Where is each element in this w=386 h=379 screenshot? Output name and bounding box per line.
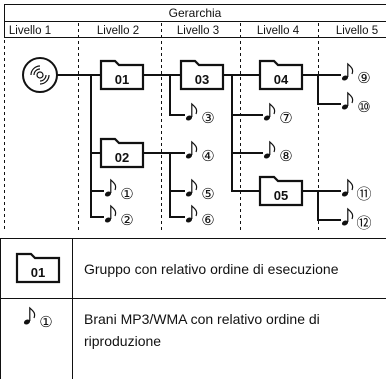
music-note-icon: [341, 220, 349, 226]
track-8: ⑧: [263, 140, 293, 165]
tracks-layer: ① ② ③ ④ ⑤ ⑥ ⑦ ⑧ ⑨ ⑩ ⑪ ⑫: [104, 62, 372, 232]
folder-icon: [99, 137, 145, 169]
folder-number: 03: [195, 72, 209, 87]
track-number: ③: [201, 110, 214, 127]
legend-group-text: Gruppo con relativo ordine di esecuzione: [84, 261, 339, 277]
root-disc: [22, 57, 58, 93]
track-6: ⑥: [185, 204, 215, 229]
level-4-label: Livello 4: [257, 25, 300, 37]
music-note-icon: [23, 319, 31, 325]
legend-track: ①: [23, 306, 53, 331]
folder-03: 03: [179, 59, 225, 91]
track-4: ④: [185, 140, 215, 165]
track-9: ⑨: [341, 62, 371, 87]
track-number: ⑦: [279, 110, 292, 127]
legend-track-icon: ①: [23, 306, 53, 331]
music-note-icon: [185, 153, 193, 159]
folder-01: 01: [99, 59, 145, 91]
folder-number: 01: [31, 265, 45, 280]
music-note-icon: [185, 217, 193, 223]
legend-track-text-line2: riproduzione: [84, 333, 161, 349]
track-number: ②: [120, 212, 133, 229]
music-note-icon: [341, 75, 349, 81]
level-2-label: Livello 2: [97, 25, 139, 37]
folder-icon: [258, 59, 304, 91]
music-note-icon: [104, 191, 112, 197]
legend-folder: 01: [15, 252, 61, 284]
track-number: ⑩: [357, 99, 370, 116]
track-number: ⑪: [356, 186, 371, 203]
track-number: ①: [120, 186, 133, 203]
track-11: ⑪: [341, 178, 372, 203]
folder-icon: [15, 252, 61, 284]
music-note-icon: [185, 115, 193, 121]
tree-connectors: [57, 74, 341, 221]
track-number: ⑥: [201, 212, 214, 229]
track-7: ⑦: [263, 102, 293, 127]
music-note-icon: [341, 191, 349, 197]
legend-track-text-line1: Brani MP3/WMA con relativo ordine di: [84, 311, 320, 327]
legend-folder-icon: 01: [15, 252, 61, 284]
folder-number: 02: [115, 150, 129, 165]
music-note-icon: [185, 191, 193, 197]
legend-table: [0, 238, 386, 379]
track-number: ⑫: [356, 215, 371, 232]
music-note-icon: [341, 104, 349, 110]
hierarchy-title: Gerarchia: [169, 6, 222, 20]
folders-layer: 01 02 03 04 05: [99, 59, 304, 207]
folder-number: 05: [274, 188, 288, 203]
folder-icon: [179, 59, 225, 91]
folder-icon: [258, 175, 304, 207]
folder-number: 01: [115, 72, 129, 87]
level-5-label: Livello 5: [336, 25, 378, 37]
level-3-label: Livello 3: [177, 25, 219, 37]
track-3: ③: [185, 102, 215, 127]
track-number: ④: [201, 148, 214, 165]
track-number: ⑧: [279, 148, 292, 165]
track-5: ⑤: [185, 178, 215, 203]
track-2: ②: [104, 204, 134, 229]
header-table: [4, 4, 386, 38]
music-note-icon: [263, 115, 271, 121]
track-12: ⑫: [341, 207, 372, 232]
level-dividers: [78, 23, 319, 230]
track-number: ⑨: [357, 70, 370, 87]
folder-04: 04: [258, 59, 304, 91]
track-1: ①: [104, 178, 134, 203]
track-number: ①: [39, 314, 52, 331]
folder-number: 04: [274, 72, 289, 87]
folder-05: 05: [258, 175, 304, 207]
music-note-icon: [263, 153, 271, 159]
track-number: ⑤: [201, 186, 214, 203]
track-10: ⑩: [341, 91, 371, 116]
folder-icon: [99, 59, 145, 91]
folder-02: 02: [99, 137, 145, 169]
music-note-icon: [104, 217, 112, 223]
level-1-label: Livello 1: [9, 25, 51, 37]
